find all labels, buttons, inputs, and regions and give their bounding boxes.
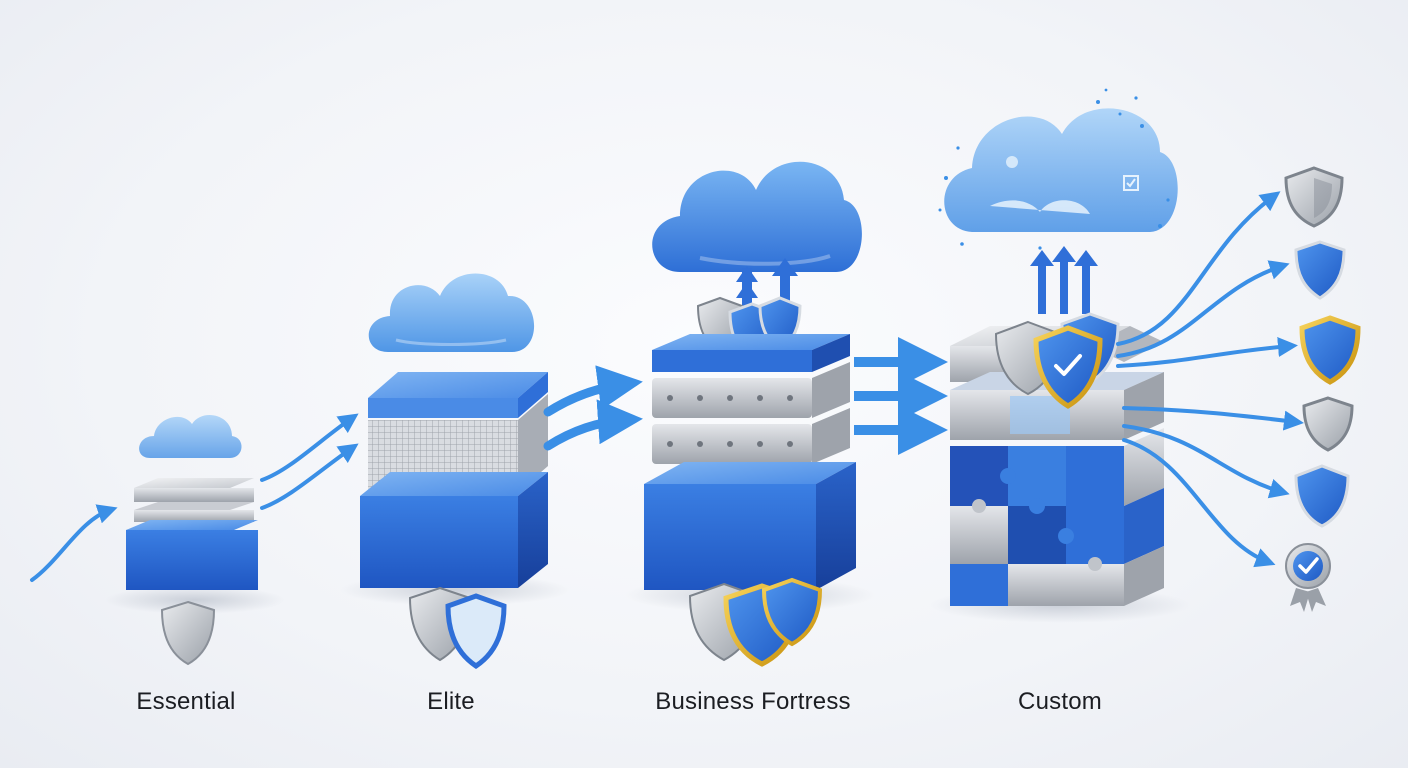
shield-icon <box>1299 315 1361 385</box>
arrow-icon <box>854 337 948 455</box>
cloud-icon <box>368 273 535 352</box>
arrow-icon <box>736 258 798 306</box>
badge-check-icon <box>1285 543 1331 612</box>
cloud-icon <box>139 414 242 458</box>
shield-icon <box>688 577 823 667</box>
arrow-icon <box>1116 191 1304 568</box>
shield-icon <box>445 593 507 670</box>
server-layer-icon <box>134 478 254 522</box>
shield-icon <box>1284 166 1344 228</box>
tier-label-essential: Essential <box>136 688 236 715</box>
tier-label-elite: Elite <box>427 688 475 715</box>
tier-custom <box>938 88 1178 606</box>
shield-icon <box>1294 464 1350 528</box>
base-cube <box>126 520 258 590</box>
arrow-icon <box>1030 246 1098 314</box>
server-layer-icon <box>652 334 850 464</box>
tier-label-custom: Custom <box>1018 688 1102 715</box>
shield-icon <box>1294 240 1346 300</box>
tier-essential <box>126 414 258 666</box>
tier-business-fortress <box>644 161 862 667</box>
shield-icon <box>1302 396 1354 452</box>
shield-icon <box>160 600 216 666</box>
ground-shadow <box>105 586 285 614</box>
arrow-icon <box>30 413 359 582</box>
cloud-icon <box>938 88 1178 250</box>
tier-label-business-fortress: Business Fortress <box>655 688 851 715</box>
base-cube <box>644 462 856 590</box>
base-cube <box>360 472 548 588</box>
shield-icon <box>994 312 1120 409</box>
cloud-icon <box>652 161 862 272</box>
arrow-icon <box>543 365 643 451</box>
tier-elite <box>360 273 548 670</box>
